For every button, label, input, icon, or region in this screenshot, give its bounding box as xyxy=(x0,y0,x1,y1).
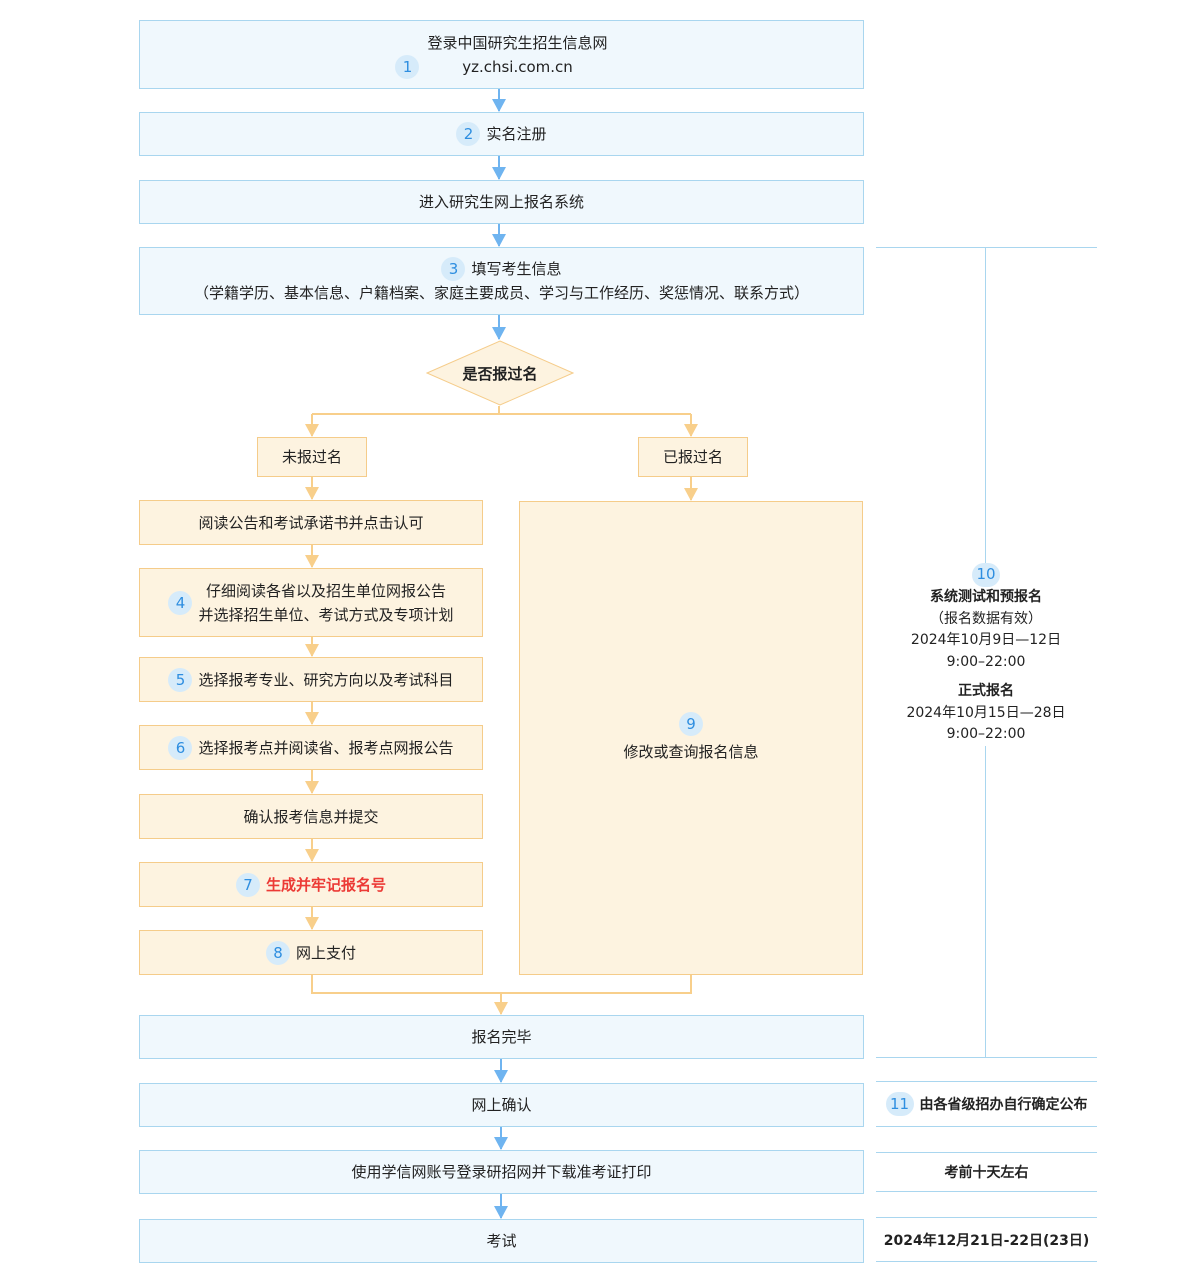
pre-registration-time: 9:00–22:00 xyxy=(946,653,1026,670)
pre-registration-title: 系统测试和预报名 xyxy=(930,589,1042,605)
fill-info-details: （学籍学历、基本信息、户籍档案、家庭主要成员、学习与工作经历、奖惩情况、联系方式… xyxy=(193,284,809,302)
step-number-badge: 10 xyxy=(972,563,1000,587)
complete-label: 报名完毕 xyxy=(471,1028,532,1046)
online-confirm-label: 网上确认 xyxy=(471,1096,532,1114)
step-payment: 8 网上支付 xyxy=(139,930,483,975)
registration-period-info: 10 系统测试和预报名 （报名数据有效） 2024年10月9日—12日 9:00… xyxy=(876,563,1096,746)
generate-id-label: 生成并牢记报名号 xyxy=(265,875,386,894)
print-schedule-label: 考前十天左右 xyxy=(944,1165,1029,1181)
enter-system-label: 进入研究生网上报名系统 xyxy=(418,193,584,211)
decision-label: 是否报过名 xyxy=(462,364,538,383)
formal-registration-title: 正式报名 xyxy=(958,683,1014,699)
step-select-major: 5 选择报考专业、研究方向以及考试科目 xyxy=(139,657,483,702)
select-site-label: 选择报考点并阅读省、报考点网报公告 xyxy=(198,738,454,757)
exam-schedule: 2024年12月21日-22日(23日) xyxy=(876,1217,1097,1262)
step-exam: 考试 xyxy=(139,1219,864,1263)
step-select-unit: 4 仔细阅读各省以及招生单位网报公告 并选择招生单位、考试方式及专项计划 xyxy=(139,568,483,637)
step-complete: 报名完毕 xyxy=(139,1015,864,1059)
exam-schedule-label: 2024年12月21日-22日(23日) xyxy=(883,1232,1090,1249)
step-number-badge: 9 xyxy=(679,712,703,736)
not-registered-label: 未报过名 xyxy=(281,448,342,466)
step-number-badge: 1 xyxy=(395,54,420,79)
confirm-schedule-label: 由各省级招办自行确定公布 xyxy=(919,1097,1088,1113)
step-print-ticket: 使用学信网账号登录研招网并下载准考证打印 xyxy=(139,1150,864,1194)
step-number-badge: 8 xyxy=(265,940,290,965)
formal-registration-time: 9:00–22:00 xyxy=(946,726,1026,742)
confirm-schedule: 11 由各省级招办自行确定公布 xyxy=(876,1081,1097,1127)
select-unit-line1: 仔细阅读各省以及招生单位网报公告 xyxy=(205,581,446,600)
step-enter-system: 进入研究生网上报名系统 xyxy=(139,180,864,224)
step-read-notice: 阅读公告和考试承诺书并点击认可 xyxy=(139,500,483,545)
step-number-badge: 2 xyxy=(456,122,481,146)
step-select-site: 6 选择报考点并阅读省、报考点网报公告 xyxy=(139,725,483,770)
modify-label: 修改或查询报名信息 xyxy=(623,743,759,761)
pre-registration-note: （报名数据有效） xyxy=(930,610,1042,627)
step-number-badge: 7 xyxy=(235,872,260,897)
formal-registration-date: 2024年10月15日—28日 xyxy=(906,704,1066,721)
login-url: yz.chsi.com.cn xyxy=(462,57,573,76)
exam-label: 考试 xyxy=(486,1232,517,1250)
step-number-badge: 6 xyxy=(168,735,193,760)
branch-not-registered: 未报过名 xyxy=(257,437,367,477)
step-number-badge: 4 xyxy=(168,590,193,615)
decision-diamond xyxy=(426,340,574,406)
select-major-label: 选择报考专业、研究方向以及考试科目 xyxy=(198,670,454,689)
payment-label: 网上支付 xyxy=(295,943,356,962)
step-number-badge: 5 xyxy=(168,667,193,692)
fill-info-title: 填写考生信息 xyxy=(471,260,562,278)
step-register: 2 实名注册 xyxy=(139,112,864,156)
print-ticket-label: 使用学信网账号登录研招网并下载准考证打印 xyxy=(351,1163,652,1181)
login-title: 登录中国研究生招生信息网 xyxy=(427,33,608,52)
read-notice-label: 阅读公告和考试承诺书并点击认可 xyxy=(198,513,424,532)
step-number-badge: 11 xyxy=(885,1092,914,1116)
step-online-confirm: 网上确认 xyxy=(139,1083,864,1127)
step-number-badge: 3 xyxy=(441,257,466,281)
pre-registration-date: 2024年10月9日—12日 xyxy=(910,632,1062,648)
confirm-submit-label: 确认报考信息并提交 xyxy=(243,807,379,826)
step-confirm-submit: 确认报考信息并提交 xyxy=(139,794,483,839)
print-schedule: 考前十天左右 xyxy=(876,1152,1097,1192)
branch-registered: 已报过名 xyxy=(638,437,748,477)
registered-label: 已报过名 xyxy=(662,448,723,466)
step-generate-id: 7 生成并牢记报名号 xyxy=(139,862,483,907)
step-login: 1 登录中国研究生招生信息网 yz.chsi.com.cn xyxy=(139,20,864,89)
step-fill-info: 3 填写考生信息 （学籍学历、基本信息、户籍档案、家庭主要成员、学习与工作经历、… xyxy=(139,247,864,315)
select-unit-line2: 并选择招生单位、考试方式及专项计划 xyxy=(198,605,454,624)
step-modify-info: 9 修改或查询报名信息 xyxy=(519,501,863,975)
register-label: 实名注册 xyxy=(486,125,547,143)
